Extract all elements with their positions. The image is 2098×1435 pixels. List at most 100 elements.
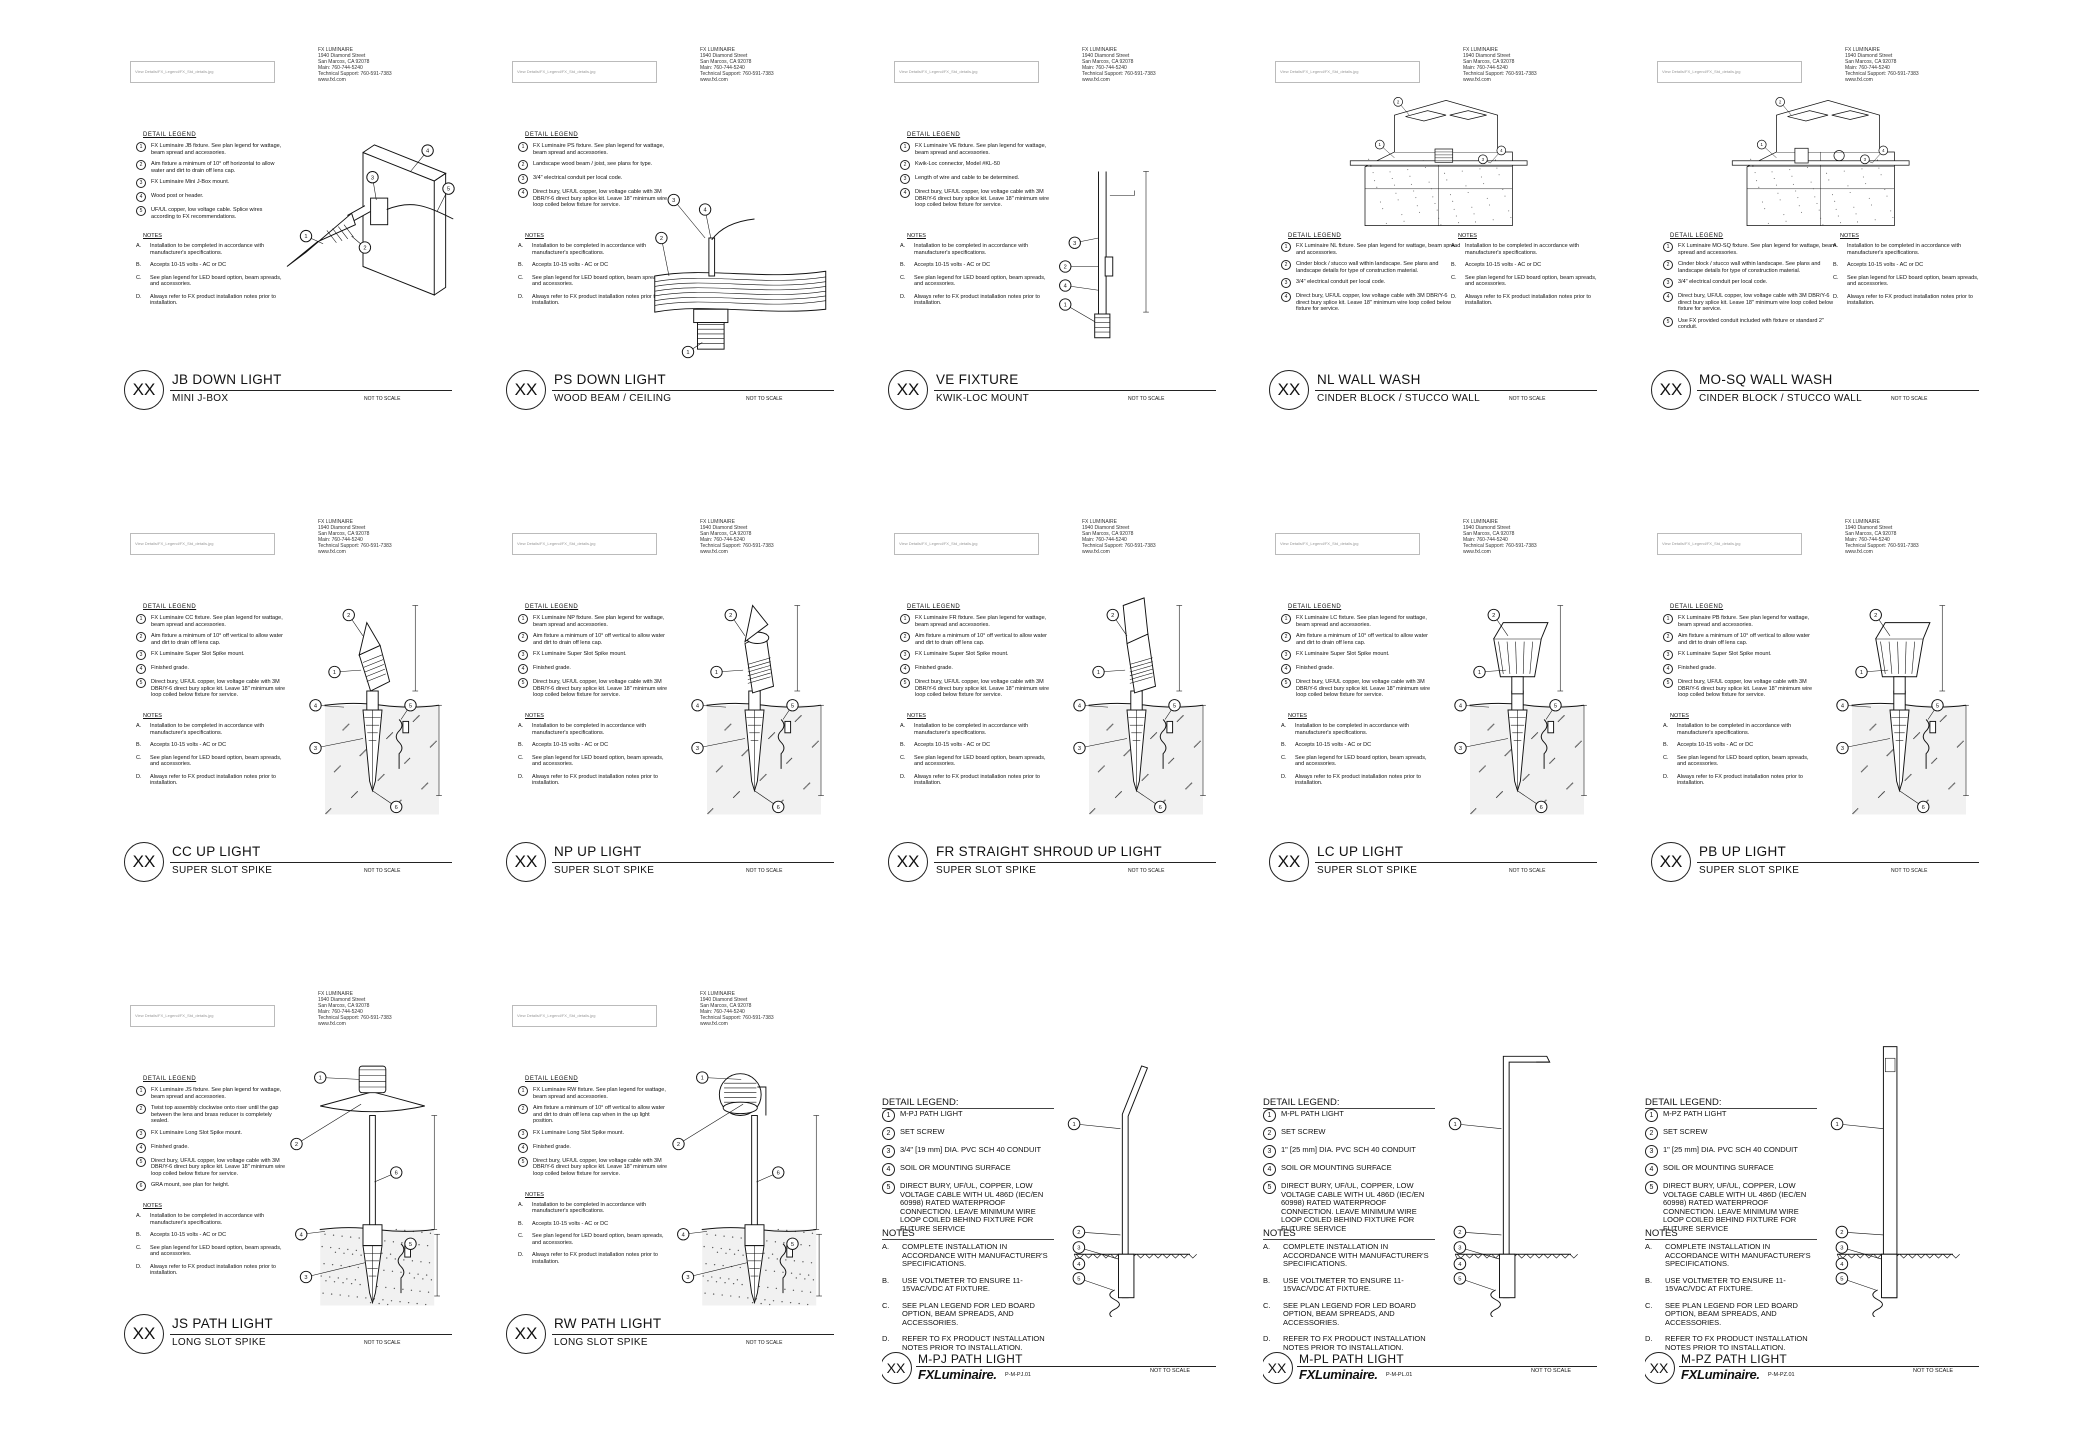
callout-1: 1 <box>1756 139 1777 159</box>
detail-panel-fr: View Details/FX_Legend/FX_Std_details.jp… <box>882 505 1227 945</box>
callout-1: 1 <box>1830 1117 1884 1131</box>
callout-4: 4 <box>1836 699 1872 712</box>
slot-spike <box>1889 709 1910 793</box>
callout-3: 3 <box>366 171 379 201</box>
detail-legend-title: DETAIL LEGEND <box>1670 604 1724 610</box>
detail-number-circle: XX <box>506 370 546 410</box>
legend-text: Wood post or header. <box>151 193 204 199</box>
legend-number-circle: 1 <box>1663 614 1673 624</box>
legend-number-circle: 1 <box>1281 614 1291 624</box>
legend-number-circle: 1 <box>518 1086 528 1096</box>
legend-text: Direct bury, UF/UL copper, low voltage c… <box>533 679 668 698</box>
note-text: See plan legend for LED board option, be… <box>1295 754 1427 768</box>
note-text: Installation to be completed in accordan… <box>150 1213 265 1226</box>
note-text: SEE PLAN LEGEND FOR LED BOARD OPTION, BE… <box>902 1300 1035 1327</box>
note-item: C.See plan legend for LED board option, … <box>136 755 286 768</box>
notes-list: A.Installation to be completed in accord… <box>900 243 1050 313</box>
note-item: C.See plan legend for LED board option, … <box>1663 755 1813 768</box>
svg-text:2: 2 <box>1840 1230 1843 1236</box>
note-letter: B. <box>1263 1275 1271 1285</box>
callout-3: 3 <box>1072 1241 1119 1260</box>
notes-title: NOTES <box>882 1228 915 1239</box>
logo-placeholder-box: View Details/FX_Legend/FX_Std_details.jp… <box>1275 61 1420 83</box>
svg-text:2: 2 <box>729 613 732 619</box>
legend-text: Direct bury, UF/UL copper, low voltage c… <box>915 679 1050 698</box>
callout-5: 5 <box>436 182 455 212</box>
callout-2: 2 <box>724 608 746 637</box>
legend-text: Direct bury, UF/UL copper, low voltage c… <box>915 189 1050 208</box>
callout-2: 2 <box>1453 1225 1502 1239</box>
note-item: C.SEE PLAN LEGEND FOR LED BOARD OPTION, … <box>1263 1301 1433 1328</box>
legend-text: GRA mount, see plan for height. <box>151 1182 230 1188</box>
callout-5: 5 <box>1927 699 1944 720</box>
conduit <box>1731 160 1910 166</box>
note-letter: A. <box>900 243 906 249</box>
legend-text: 3/4" electrical conduit per local code. <box>1296 279 1386 285</box>
note-text: See plan legend for LED board option, be… <box>1677 754 1809 768</box>
note-item: B.Accepts 10-15 volts - AC or DC <box>900 742 1050 749</box>
note-letter: A. <box>136 1213 142 1219</box>
detail-legend-title: DETAIL LEGEND <box>525 132 579 138</box>
legend-number-circle: 3 <box>518 650 528 660</box>
logo-placeholder-box: View Details/FX_Legend/FX_Std_details.jp… <box>130 61 275 83</box>
title-underline <box>552 862 834 863</box>
detail-subtitle: SUPER SLOT SPIKE <box>1317 865 1418 876</box>
knuckle-mount <box>366 690 379 711</box>
logo-placeholder-box: View Details/FX_Legend/FX_Std_details.jp… <box>1657 61 1802 83</box>
legend-number-circle: 5 <box>1663 316 1673 327</box>
legend-number-circle: 4 <box>136 664 146 674</box>
callout-4: 4 <box>295 1228 326 1241</box>
title-underline <box>170 390 452 391</box>
note-item: D.REFER TO FX PRODUCT INSTALLATION NOTES… <box>1645 1334 1815 1352</box>
svg-text:5: 5 <box>791 703 794 709</box>
legend-number-circle: 5 <box>882 1181 895 1194</box>
callout-3: 3 <box>1453 1241 1500 1260</box>
not-to-scale-label: NOT TO SCALE <box>1150 1368 1191 1374</box>
fx-luminaire-wordmark: FXLuminaire. <box>918 1367 997 1382</box>
note-item: B.Accepts 10-15 volts - AC or DC <box>1281 742 1431 749</box>
callout-6: 6 <box>756 1166 785 1183</box>
detail-number-circle: XX <box>506 1314 546 1354</box>
note-item: B.Accepts 10-15 volts - AC or DC <box>518 1221 668 1228</box>
callout-1: 1 <box>299 229 324 244</box>
note-letter: D. <box>882 1334 890 1343</box>
note-letter: C. <box>518 274 524 281</box>
svg-text:3: 3 <box>1459 746 1462 752</box>
detail-title: NL WALL WASH <box>1317 372 1421 387</box>
svg-text:1: 1 <box>701 1076 704 1082</box>
legend-number-circle: 3 <box>136 650 146 660</box>
legend-number-circle: 3 <box>1281 278 1291 288</box>
notes-title: NOTES <box>143 713 162 719</box>
note-letter: B. <box>518 1220 524 1227</box>
title-underline <box>552 1334 834 1335</box>
svg-text:5: 5 <box>1554 703 1557 709</box>
svg-text:4: 4 <box>696 703 699 709</box>
legend-text: FX Luminaire Super Slot Spike mount. <box>533 651 627 657</box>
svg-text:4: 4 <box>1064 284 1067 290</box>
legend-text: FX Luminaire Long Slot Spike mount. <box>533 1129 625 1136</box>
detail-title: CC UP LIGHT <box>172 844 261 859</box>
note-text: Installation to be completed in accordan… <box>532 723 647 736</box>
logo-placeholder-box: View Details/FX_Legend/FX_Std_details.jp… <box>894 533 1039 555</box>
note-text: Always refer to FX product installation … <box>1465 293 1591 307</box>
notes-list: A.Installation to be completed in accord… <box>518 243 668 313</box>
svg-text:5: 5 <box>1173 703 1176 709</box>
not-to-scale-label: NOT TO SCALE <box>1891 868 1928 874</box>
